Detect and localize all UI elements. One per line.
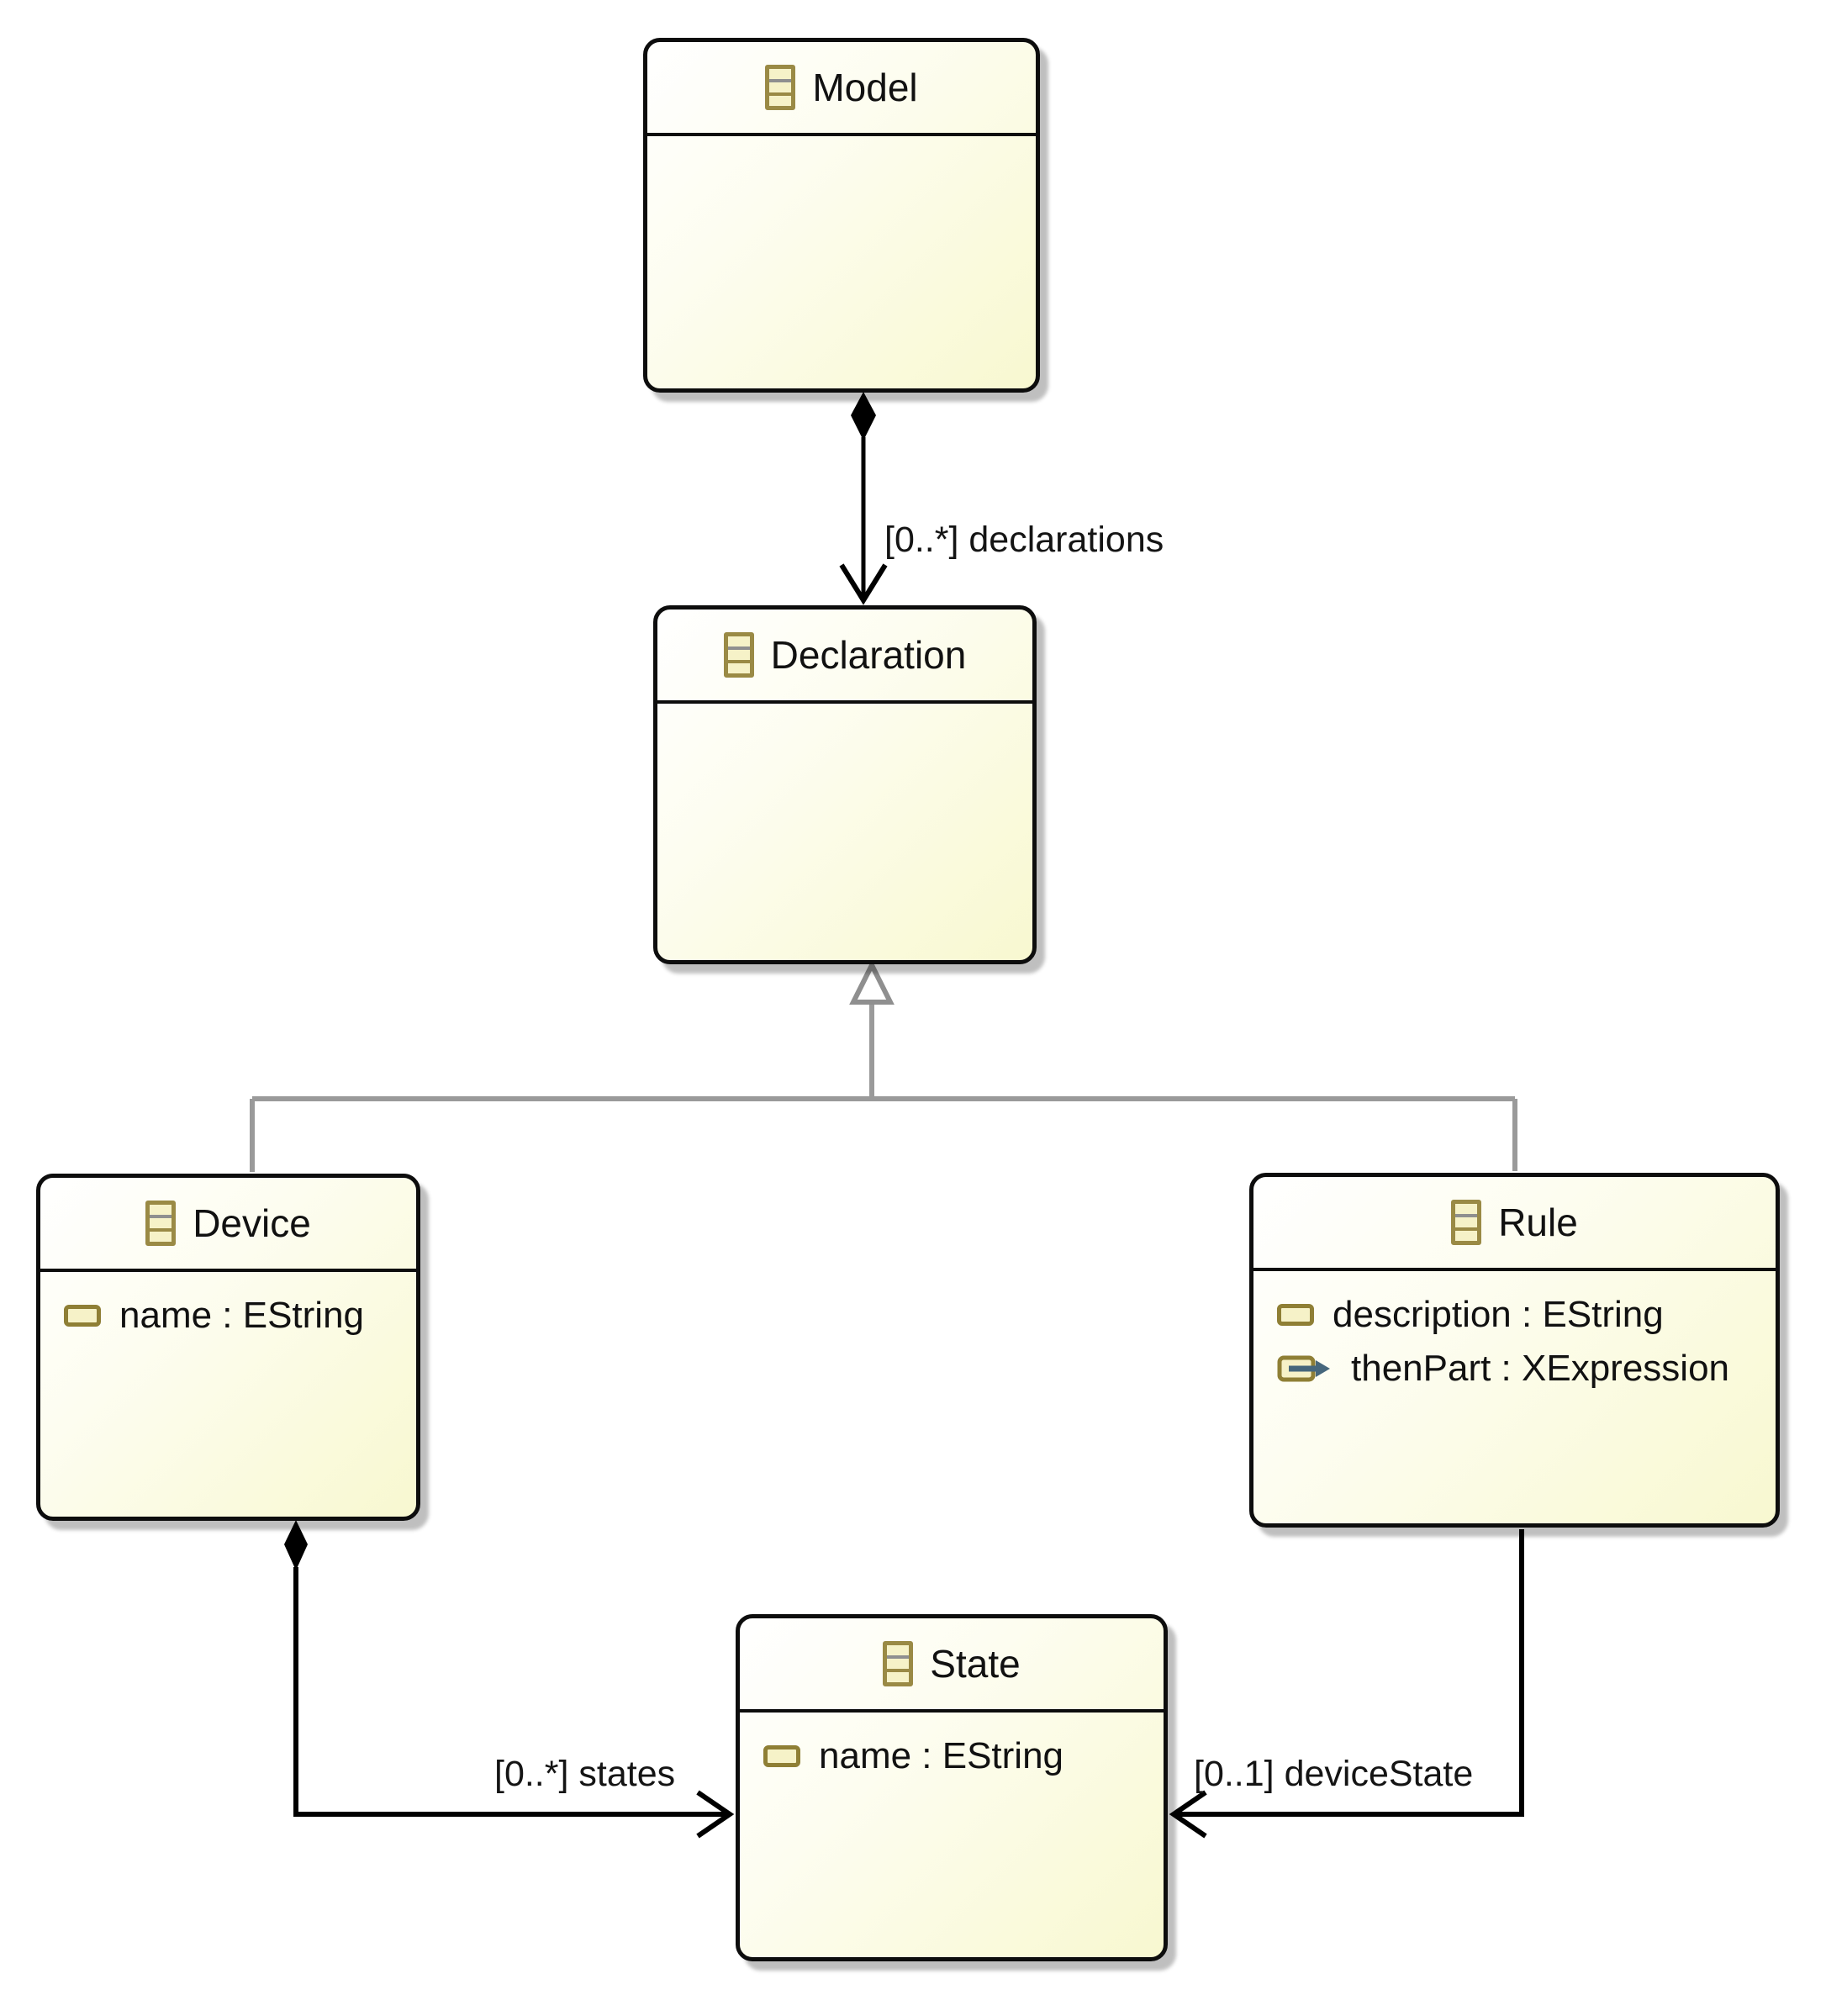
open-arrowhead-icon — [696, 1790, 735, 1839]
eattribute-icon — [763, 1745, 800, 1767]
eattribute-icon — [64, 1305, 101, 1327]
class-header: Rule — [1253, 1177, 1776, 1271]
attribute-row[interactable]: description : EString — [1277, 1291, 1776, 1338]
reference-edge-devicestate[interactable] — [1169, 1529, 1524, 1839]
class-title: Device — [193, 1201, 311, 1245]
edge-label-devicestate[interactable]: [0..1] deviceState — [1194, 1754, 1474, 1794]
class-body: name : EString — [40, 1272, 416, 1339]
attribute-row[interactable]: name : EString — [64, 1292, 416, 1339]
composition-edge-declarations[interactable] — [839, 392, 888, 605]
class-body: name : EString — [740, 1713, 1164, 1780]
eclass-icon — [1451, 1200, 1482, 1245]
class-node-declaration[interactable]: Declaration — [653, 605, 1037, 964]
eattribute-icon — [1277, 1304, 1314, 1326]
class-node-model[interactable]: Model — [643, 38, 1040, 393]
attribute-row[interactable]: thenPart : XExpression — [1277, 1345, 1776, 1392]
class-body: description : EString thenPart : XExpres… — [1253, 1271, 1776, 1392]
open-arrowhead-icon — [839, 563, 888, 605]
attribute-label: name : EString — [819, 1735, 1064, 1776]
class-node-device[interactable]: Device name : EString — [36, 1174, 420, 1521]
class-node-state[interactable]: State name : EString — [736, 1614, 1168, 1961]
class-title: State — [930, 1642, 1021, 1686]
attribute-label: thenPart : XExpression — [1351, 1348, 1730, 1389]
attribute-label: description : EString — [1333, 1294, 1664, 1335]
class-header: Model — [647, 42, 1036, 136]
open-arrowhead-icon — [1169, 1790, 1207, 1839]
class-header: State — [740, 1618, 1164, 1713]
attribute-label: name : EString — [119, 1295, 365, 1336]
inheritance-triangle-icon — [849, 959, 895, 1005]
class-header: Declaration — [657, 610, 1032, 704]
composition-diamond-icon — [851, 392, 876, 441]
eclass-icon — [883, 1641, 914, 1686]
class-body — [647, 136, 1036, 156]
ereference-icon — [1277, 1355, 1330, 1382]
class-title: Declaration — [770, 633, 967, 677]
class-title: Rule — [1498, 1201, 1578, 1244]
edge-line — [1175, 1529, 1524, 1817]
generalization-edge[interactable] — [250, 959, 1517, 1172]
class-node-rule[interactable]: Rule description : EString thenPart : XE… — [1249, 1173, 1780, 1528]
class-body — [657, 704, 1032, 724]
composition-edge-states[interactable] — [284, 1520, 735, 1839]
generalization-lines — [250, 1000, 1517, 1172]
eclass-icon — [765, 65, 796, 110]
edge-label-declarations[interactable]: [0..*] declarations — [884, 520, 1164, 560]
composition-diamond-icon — [284, 1520, 308, 1570]
attribute-row[interactable]: name : EString — [763, 1733, 1164, 1780]
edge-label-states[interactable]: [0..*] states — [494, 1754, 676, 1794]
edge-line — [293, 1567, 728, 1817]
class-header: Device — [40, 1178, 416, 1272]
eclass-icon — [145, 1201, 177, 1246]
class-title: Model — [812, 66, 918, 109]
eclass-icon — [723, 632, 754, 678]
